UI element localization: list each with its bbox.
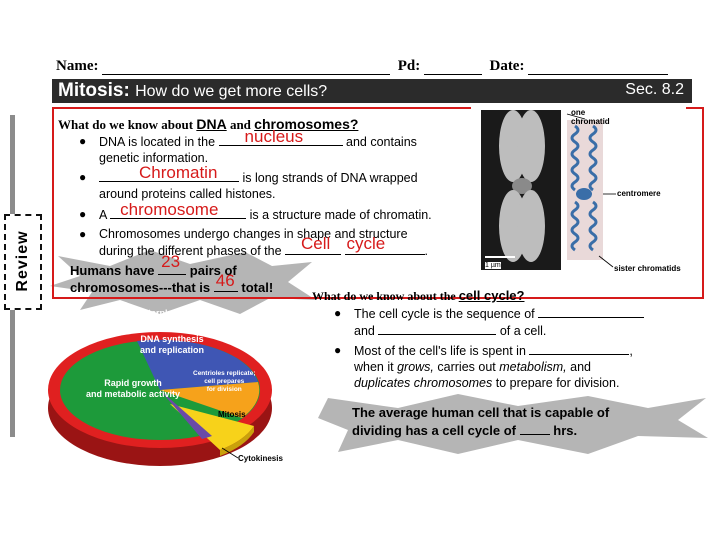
bullet-chromosome: ● A chromosome is a structure made of ch… — [79, 200, 432, 222]
chromosome-figure: one chromatid centromere sister chromati… — [471, 106, 686, 276]
title-bar: Mitosis: How do we get more cells? Sec. … — [52, 79, 692, 103]
slice-mitosis — [170, 404, 254, 450]
bullet-dna-location: ● DNA is located in the nucleus and cont… — [79, 127, 417, 165]
chromosome-illustration — [471, 106, 686, 276]
label-dna-synthesis: DNA synthesis and replication — [140, 334, 205, 355]
slice-centrioles — [160, 382, 260, 418]
page-title: Mitosis: How do we get more cells? — [58, 80, 328, 101]
answer-23: 23 — [161, 252, 181, 271]
humans-chromosomes-fact: Humans have 23 pairs of chromosomes---th… — [70, 252, 274, 295]
bullet-cell-cycle-definition: ● The cell cycle is the sequence of and … — [334, 305, 684, 339]
bullet-chromosome-changes: ● Chromosomes undergo changes in shape a… — [79, 227, 428, 258]
answer-cell: Cell — [301, 234, 331, 253]
answer-46: 46 — [215, 271, 235, 290]
review-label: Review — [14, 230, 31, 292]
label-rapid-growth: Rapid growth and metabolic activity — [86, 378, 181, 399]
label-sister-chromatids: sister chromatids — [614, 264, 681, 273]
scale-bar-label: 1 µm — [485, 262, 501, 269]
pd-label: Pd: — [397, 58, 421, 74]
label-centromere: centromere — [617, 189, 661, 198]
section1-heading: What do we know about DNA and chromosome… — [58, 116, 359, 132]
label-interphase: Interphase — [140, 308, 186, 318]
slice-dna-synthesis — [137, 339, 258, 390]
label-one-chromatid: one chromatid — [571, 108, 610, 126]
section2-heading: What do we know about the cell cycle? — [312, 288, 525, 303]
pd-blank[interactable] — [423, 60, 482, 75]
cell-cycle-duration-fact: The average human cell that is capable o… — [352, 405, 610, 438]
answer-chromosome: chromosome — [120, 200, 219, 219]
bullet-interphase: ● Most of the cell's life is spent in , … — [334, 343, 633, 390]
label-centrioles: Centrioles replicate; cell prepares for … — [193, 370, 256, 393]
date-label: Date: — [489, 58, 525, 74]
name-blank[interactable] — [102, 60, 391, 75]
label-mitosis: Mitosis — [218, 410, 246, 419]
label-cytokinesis: Cytokinesis — [238, 454, 283, 463]
answer-nucleus: nucleus — [244, 127, 304, 146]
starburst2-shape — [318, 394, 708, 454]
answer-chromatin: Chromatin — [139, 163, 218, 182]
date-blank[interactable] — [528, 60, 669, 75]
review-tab[interactable]: Review — [4, 214, 42, 310]
slice-cytokinesis — [160, 390, 212, 439]
student-header: Name: Pd: Date: — [56, 58, 669, 75]
answer-cycle: cycle — [346, 234, 386, 253]
review-frame — [52, 107, 704, 299]
section-number: Sec. 8.2 — [625, 81, 684, 98]
cell-cycle-diagram — [48, 332, 272, 466]
name-label: Name: — [56, 58, 99, 74]
bullet-chromatin: ● Chromatin is long strands of DNA wrapp… — [79, 163, 418, 201]
